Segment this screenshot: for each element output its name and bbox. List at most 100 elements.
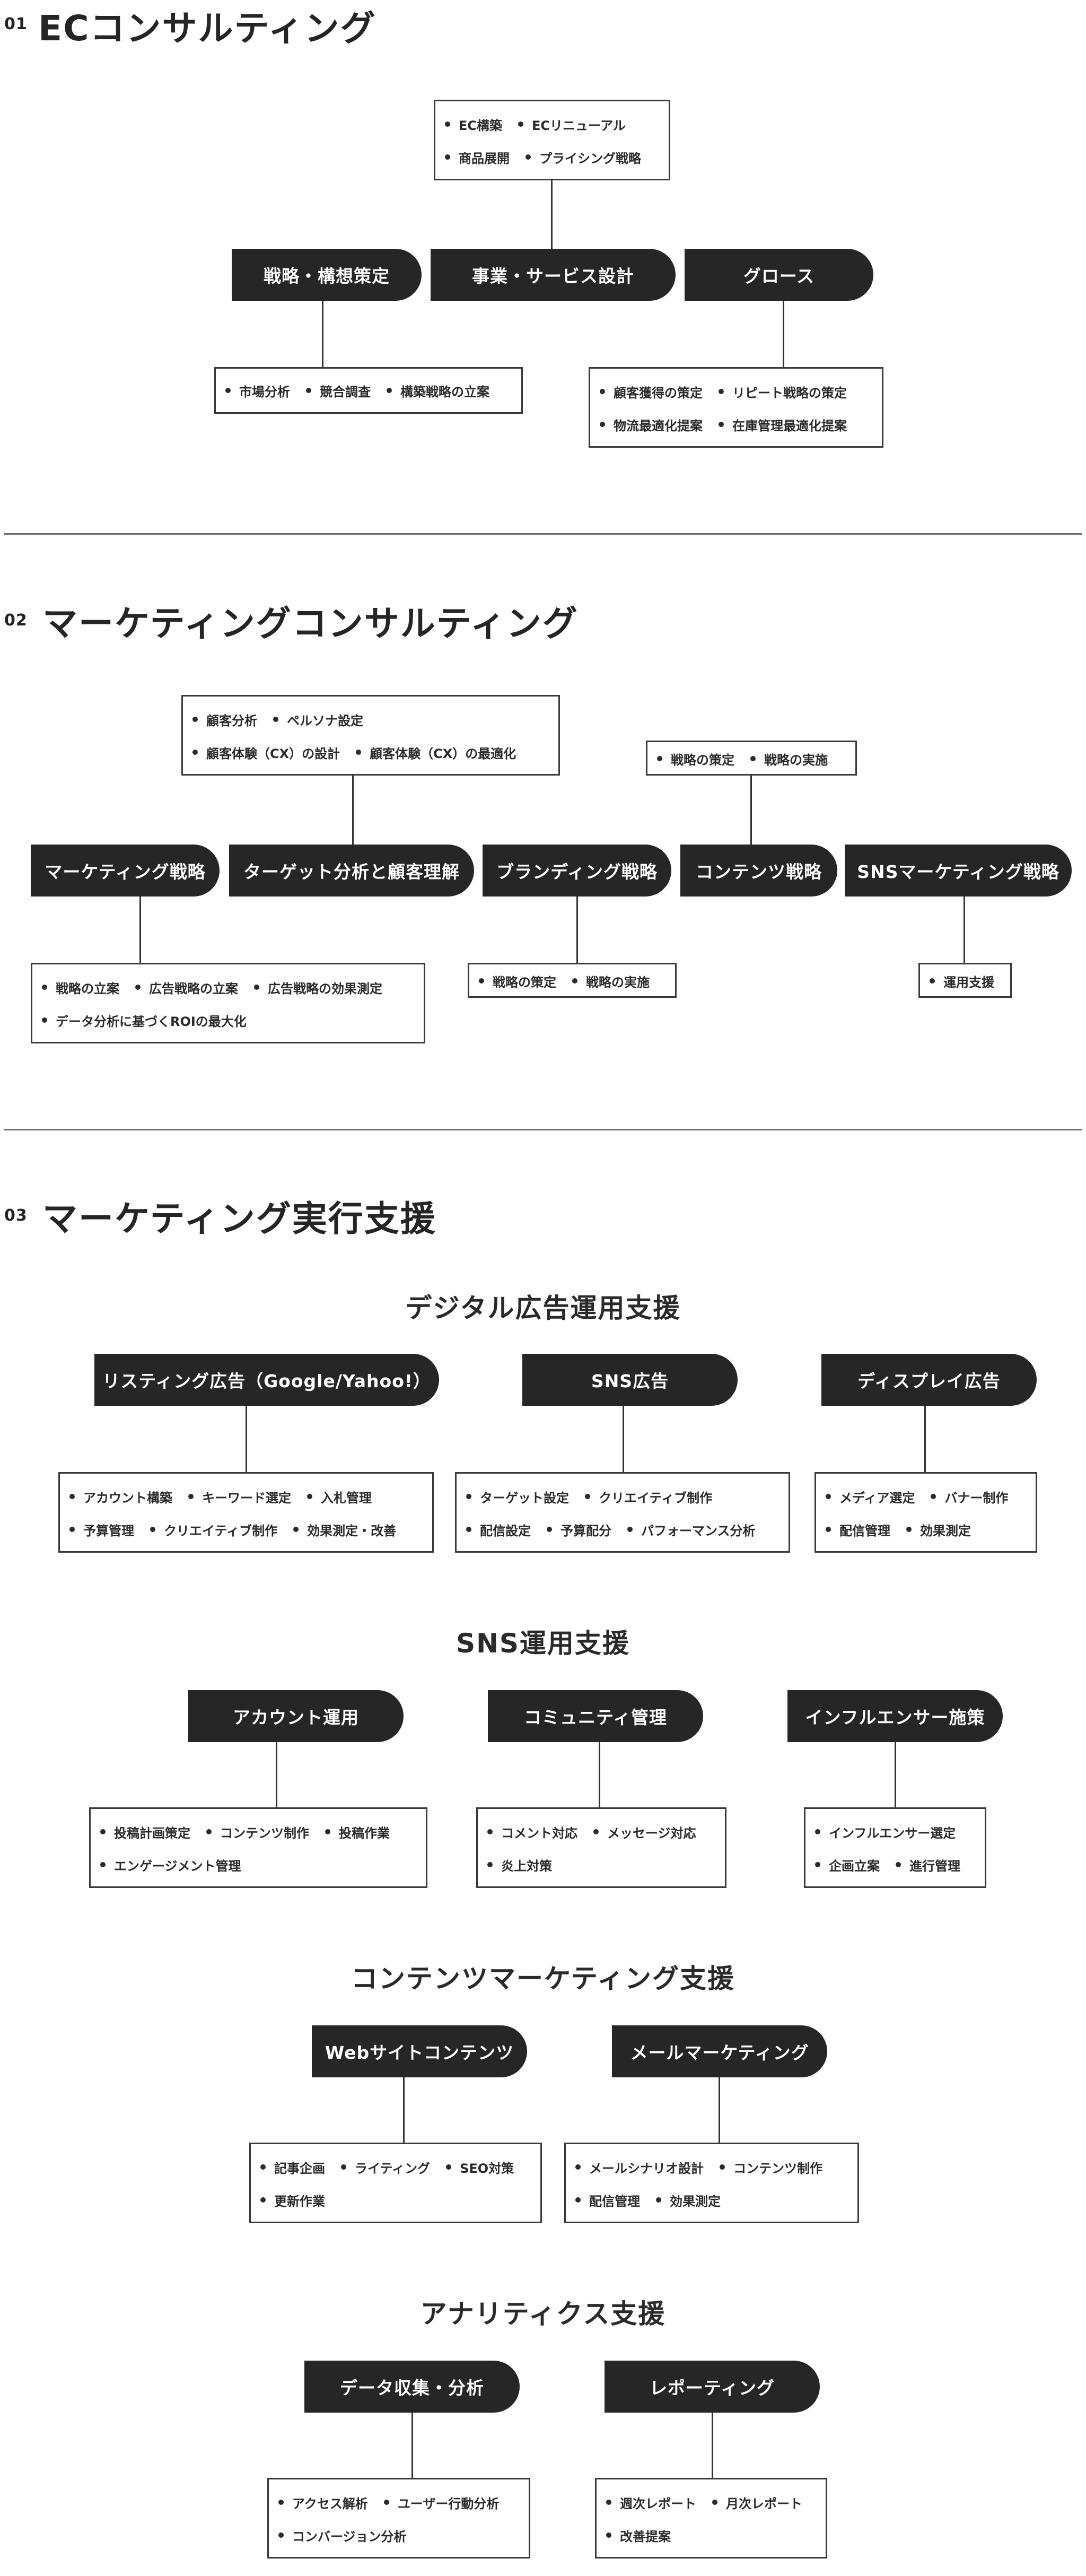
list-item-label: コンテンツ制作 (733, 2161, 822, 2176)
analytics-report-box: 週次レポート月次レポート改善提案 (595, 2478, 827, 2558)
list-item: キーワード選定 (188, 1487, 291, 1506)
bullet-icon (487, 1862, 493, 1867)
mkt-content-box: 戦略の策定戦略の実施 (646, 741, 857, 776)
bullet-row: 改善提案 (606, 2519, 816, 2552)
list-item-label: バナー制作 (944, 1490, 1009, 1505)
list-item: 週次レポート (606, 2493, 696, 2512)
list-item: メッセージ対応 (593, 1823, 696, 1841)
bullet-icon (826, 1494, 831, 1499)
bullet-row: 商品展開 プライシング戦略 (445, 141, 659, 173)
analytics-data-box: アクセス解析 ユーザー行動分析コンバージョン分析 (267, 2478, 530, 2558)
pill-ec-growth: グロース (685, 249, 873, 301)
list-item-label: 戦略の実施 (586, 974, 650, 990)
bullet-icon (341, 2164, 346, 2170)
bullet-row: 物流最適化提案在庫管理最適化提案 (600, 408, 872, 441)
bullet-icon (100, 1862, 106, 1867)
list-item-label: 入札管理 (321, 1490, 372, 1505)
bullet-icon (260, 2197, 266, 2203)
connector (576, 897, 578, 963)
pill-data-analysis: データ収集・分析 (304, 2361, 520, 2413)
bullet-icon (42, 1017, 47, 1023)
bullet-row: 顧客獲得の策定リピート戦略の策定 (600, 375, 872, 408)
pill-mail-marketing: メールマーケティング (612, 2025, 827, 2077)
section-number: 03 (4, 1206, 28, 1225)
bullet-row: 戦略の策定戦略の実施 (657, 742, 846, 775)
connector (623, 1406, 624, 1473)
list-item-label: メールシナリオ設計 (589, 2161, 704, 2176)
bullet-icon (606, 2500, 611, 2505)
list-item: アカウント構築 (69, 1487, 172, 1506)
list-item-label: リピート戦略の策定 (732, 385, 847, 401)
mkt-sns-box: 運用支援 (918, 963, 1012, 998)
list-item: ECリニューアル (518, 115, 626, 134)
list-item: 広告戦略の立案 (135, 978, 238, 997)
bullet-row: 市場分析競合調査構築戦略の立案 (225, 374, 512, 407)
list-item: 戦略の実施 (750, 750, 828, 768)
bullet-row: 週次レポート月次レポート (606, 2486, 816, 2519)
sns-influencer-box: インフルエンサー選定企画立案進行管理 (804, 1807, 986, 1888)
list-item: 記事企画 (260, 2158, 325, 2177)
list-item: コンテンツ制作 (206, 1823, 309, 1841)
list-item-label: メッセージ対応 (607, 1825, 696, 1841)
bullet-row: データ分析に基づくROIの最大化 (42, 1004, 414, 1037)
list-item: コンバージョン分析 (278, 2526, 407, 2545)
bullet-icon (273, 717, 278, 722)
bullet-row: 予算管理クリエイティブ制作効果測定・改善 (69, 1513, 423, 1546)
ec-right-box: 顧客獲得の策定リピート戦略の策定物流最適化提案在庫管理最適化提案 (589, 367, 883, 448)
list-item-label: アクセス解析 (292, 2496, 368, 2511)
list-item-label: 顧客体験（CX）の設計 (206, 746, 340, 761)
section-title: マーケティング実行支援 (42, 1198, 436, 1239)
mkt-branding-box: 戦略の策定戦略の実施 (468, 963, 677, 998)
list-item-label: コメント対応 (501, 1825, 577, 1841)
list-item-label: アカウント構築 (83, 1490, 172, 1505)
list-item: ライティング (341, 2158, 430, 2177)
bullet-icon (356, 750, 362, 755)
list-item: 在庫管理最適化提案 (719, 415, 847, 434)
bullet-icon (518, 121, 524, 127)
list-item: 戦略の立案 (42, 978, 119, 997)
pill-mkt-sns: SNSマーケティング戦略 (845, 845, 1072, 897)
list-item: 運用支援 (930, 972, 994, 990)
bullet-icon (69, 1527, 75, 1532)
list-item-label: 広告戦略の効果測定 (268, 981, 382, 996)
pill-ec-strategy: 戦略・構想策定 (232, 249, 422, 301)
list-item-label: インフルエンサー選定 (829, 1825, 956, 1841)
list-item-label: 戦略の立案 (56, 981, 119, 996)
bullet-row: 顧客分析ペルソナ設定 (192, 703, 549, 736)
bullet-row: 配信設定予算配分パフォーマンス分析 (466, 1513, 779, 1546)
bullet-row: アクセス解析 ユーザー行動分析 (278, 2486, 519, 2519)
list-item-label: プライシング戦略 (539, 151, 641, 166)
connector (551, 180, 553, 249)
list-item-label: 改善提案 (620, 2529, 671, 2544)
connector (246, 1406, 247, 1473)
connector (139, 897, 141, 963)
list-item: 構築戦略の立案 (387, 381, 489, 400)
list-item-label: 顧客分析 (206, 713, 257, 728)
list-item-label: ユーザー行動分析 (397, 2496, 500, 2511)
bullet-row: 企画立案進行管理 (815, 1848, 975, 1881)
bullet-icon (930, 978, 935, 984)
list-item-label: コンバージョン分析 (292, 2529, 407, 2544)
list-item-label: 戦略の策定 (671, 752, 734, 768)
list-item: メールシナリオ設計 (575, 2158, 704, 2177)
list-item-label: 広告戦略の立案 (149, 981, 238, 996)
list-item-label: 配信管理 (589, 2194, 640, 2209)
bullet-icon (547, 1527, 552, 1532)
list-item: 投稿計画策定 (100, 1823, 190, 1841)
pill-web-content: Webサイトコンテンツ (312, 2025, 527, 2077)
bullet-icon (572, 978, 577, 984)
bullet-icon (192, 717, 198, 722)
list-item-label: 効果測定 (670, 2194, 721, 2209)
bullet-icon (188, 1494, 194, 1499)
list-item-label: 記事企画 (274, 2161, 325, 2176)
bullet-icon (479, 978, 484, 984)
bullet-icon (719, 422, 724, 427)
list-item: 配信設定 (466, 1520, 531, 1539)
list-item-label: 進行管理 (909, 1858, 960, 1874)
list-item: 商品展開 (445, 148, 510, 167)
bullet-icon (206, 1829, 212, 1834)
bullet-icon (135, 985, 141, 990)
list-item: ターゲット設定 (466, 1487, 569, 1506)
